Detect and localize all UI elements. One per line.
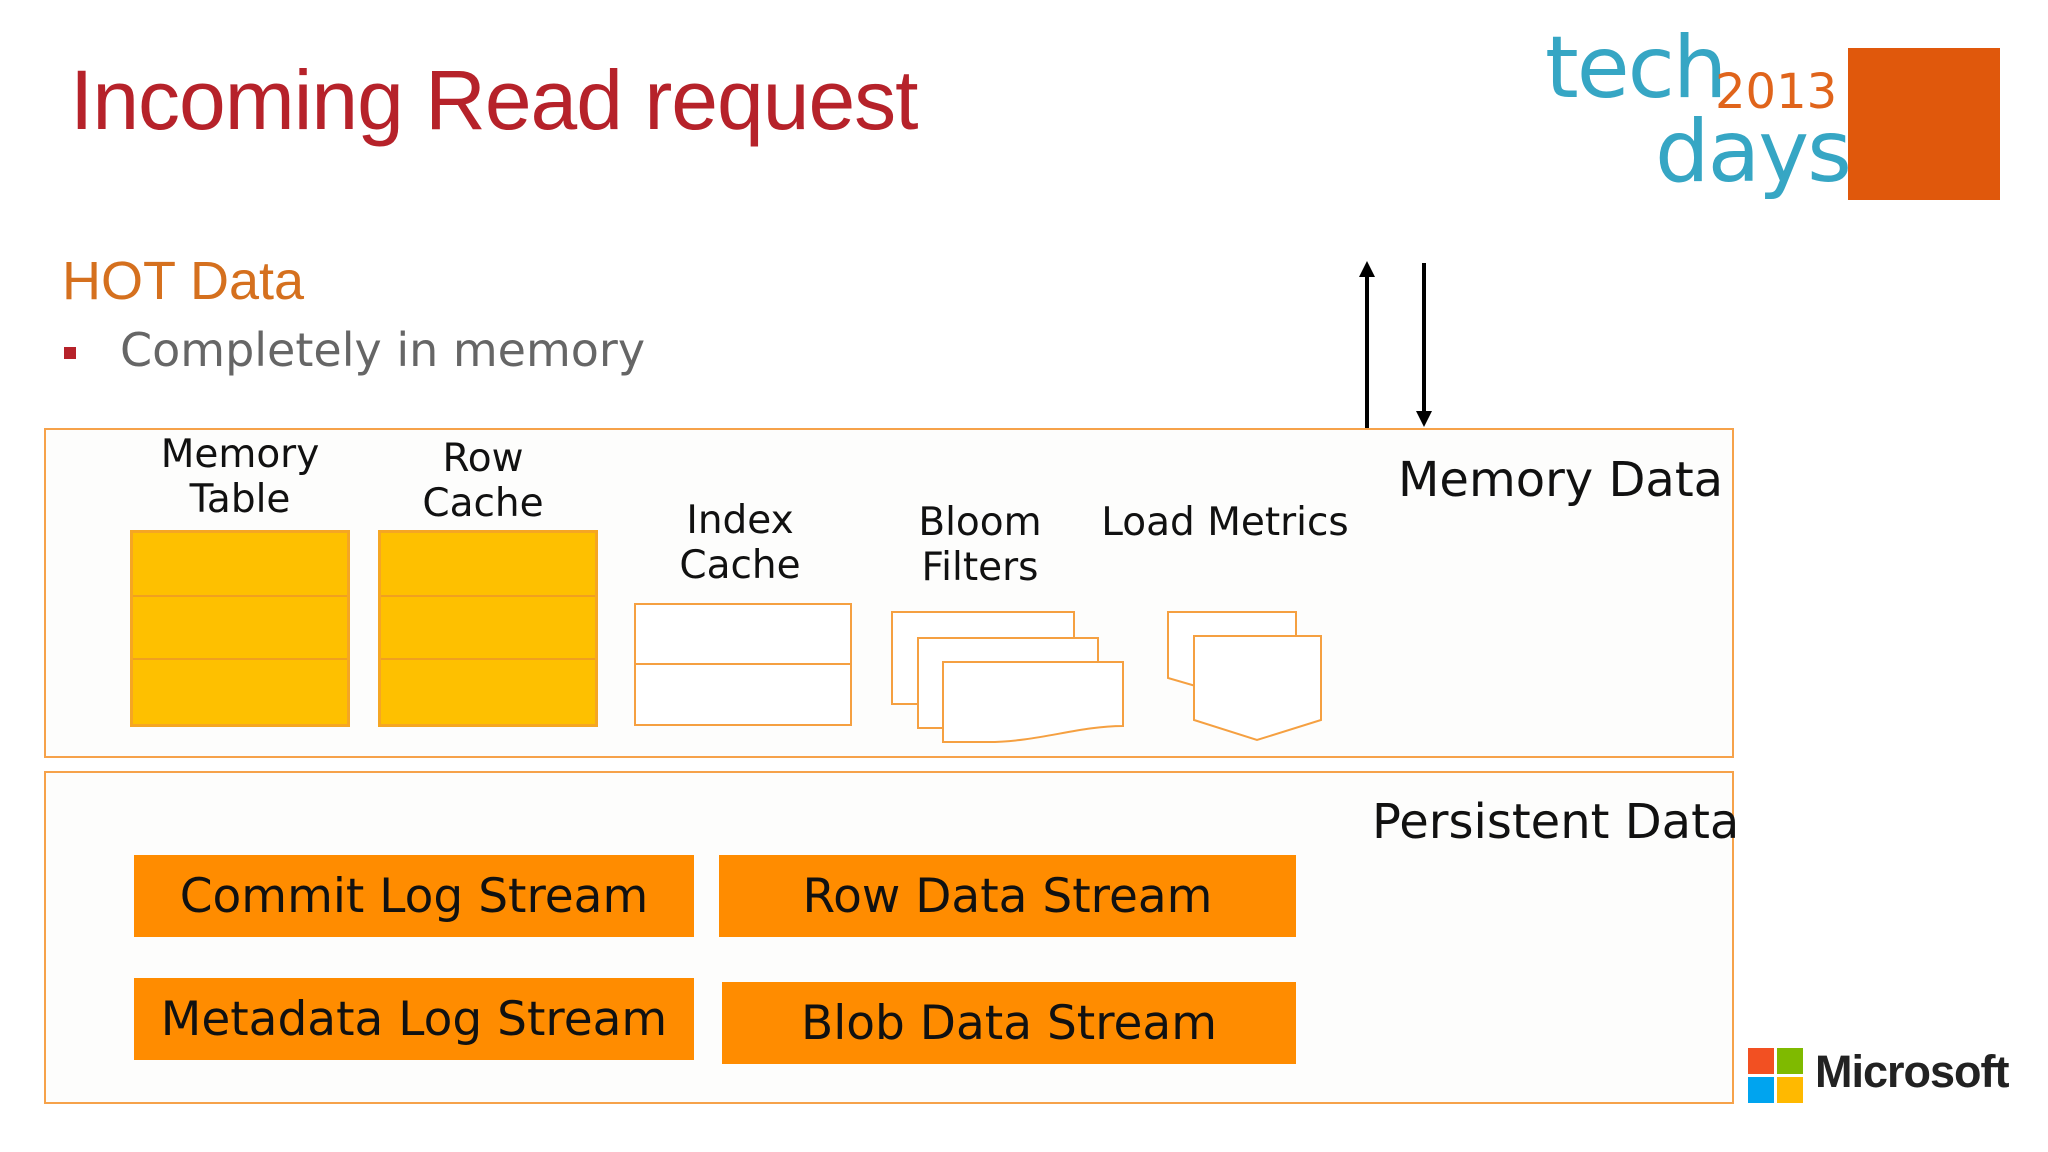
microsoft-wordmark: Microsoft <box>1815 1046 2009 1097</box>
bullet-text: Completely in memory <box>120 323 646 377</box>
request-arrows <box>1359 261 1432 430</box>
up-arrow-icon <box>1359 261 1375 430</box>
bloom-filters-label: Bloom Filters <box>918 500 1042 590</box>
memory-data-title: Memory Data <box>1398 452 1724 508</box>
load-metrics-cards <box>1167 611 1322 742</box>
microsoft-windows-icon <box>1748 1048 1803 1103</box>
slide-title: Incoming Read request <box>70 53 919 147</box>
memory-table-box <box>130 530 350 727</box>
logo-tech-text: tech <box>1545 18 1727 118</box>
logo-year-text: 2013 <box>1715 64 1838 120</box>
memory-table-label: Memory Table <box>160 432 320 522</box>
index-cache-box <box>634 603 852 726</box>
bloom-filters-documents <box>891 611 1124 743</box>
section-heading: HOT Data <box>62 251 305 311</box>
metadata-log-stream: Metadata Log Stream <box>134 978 694 1060</box>
down-arrow-icon <box>1416 263 1432 427</box>
techdays-logo: tech 2013 days <box>1540 18 2010 210</box>
load-metrics-label: Load Metrics <box>1101 500 1349 545</box>
logo-orange-square <box>1848 48 2000 200</box>
microsoft-logo <box>1748 1048 2048 1104</box>
row-data-stream: Row Data Stream <box>719 855 1296 937</box>
blob-data-stream: Blob Data Stream <box>722 982 1296 1064</box>
commit-log-stream: Commit Log Stream <box>134 855 694 937</box>
row-cache-box <box>378 530 598 727</box>
row-cache-label: Row Cache <box>422 436 544 526</box>
persistent-data-title: Persistent Data <box>1372 794 1740 850</box>
index-cache-label: Index Cache <box>679 498 801 588</box>
bullet-marker <box>64 347 76 359</box>
logo-days-text: days <box>1655 102 1852 202</box>
